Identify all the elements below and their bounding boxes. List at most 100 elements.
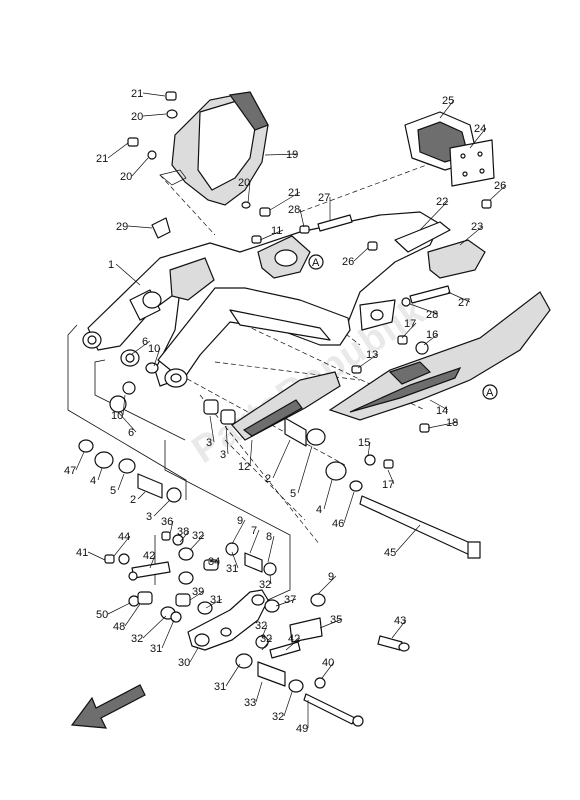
part-callout-31c: 31 bbox=[150, 643, 162, 655]
callout-leader-10a bbox=[153, 347, 161, 367]
callout-leader-1 bbox=[115, 263, 141, 286]
callout-leader-21b bbox=[107, 142, 129, 159]
callout-leader-12 bbox=[249, 439, 253, 467]
callout-leader-6b bbox=[117, 411, 137, 433]
callout-leader-2b bbox=[137, 491, 146, 500]
reference-marker-a: A bbox=[486, 387, 494, 399]
cover-plate-parts bbox=[404, 111, 495, 187]
part-callout-48: 48 bbox=[113, 621, 125, 633]
part-callout-32f: 32 bbox=[272, 711, 284, 723]
callout-leader-17b bbox=[387, 469, 395, 485]
part-callout-46: 46 bbox=[332, 518, 344, 530]
part-callout-16: 16 bbox=[426, 329, 438, 341]
part-callout-17a: 17 bbox=[404, 318, 416, 330]
chain-guard bbox=[328, 291, 551, 421]
part-callout-32c: 32 bbox=[131, 633, 143, 645]
swing-arm bbox=[82, 211, 441, 388]
part-callout-2a: 2 bbox=[265, 473, 271, 485]
callout-leader-20c bbox=[247, 181, 251, 204]
callout-leader-7 bbox=[249, 529, 260, 554]
callout-leader-44 bbox=[113, 535, 131, 557]
part-callout-42a: 42 bbox=[143, 550, 155, 562]
callout-leader-32b bbox=[269, 574, 272, 585]
part-callout-20b: 20 bbox=[120, 171, 132, 183]
callout-leader-21a bbox=[142, 92, 166, 97]
part-callout-49: 49 bbox=[296, 723, 308, 735]
part-callout-12: 12 bbox=[238, 461, 250, 473]
part-callout-7: 7 bbox=[251, 525, 257, 537]
part-callout-27a: 27 bbox=[318, 192, 330, 204]
part-callout-25: 25 bbox=[442, 95, 454, 107]
part-callout-38: 38 bbox=[177, 526, 189, 538]
callout-leader-34 bbox=[207, 560, 221, 563]
callout-leader-19 bbox=[264, 153, 299, 156]
callout-leader-32d bbox=[261, 624, 268, 639]
part-callout-8: 8 bbox=[266, 531, 272, 543]
callout-leader-25 bbox=[439, 99, 455, 119]
brackets-22-23 bbox=[394, 221, 486, 279]
callout-leader-15 bbox=[367, 441, 371, 457]
part-callout-33: 33 bbox=[244, 697, 256, 709]
callout-leader-24 bbox=[469, 127, 487, 149]
hardware-parts bbox=[78, 91, 498, 727]
part-callout-27b: 27 bbox=[458, 297, 470, 309]
part-callout-35: 35 bbox=[330, 614, 342, 626]
part-callout-43: 43 bbox=[394, 615, 406, 627]
part-callout-4b: 4 bbox=[316, 504, 322, 516]
part-callout-28a: 28 bbox=[288, 204, 300, 216]
part-callout-31d: 31 bbox=[214, 681, 226, 693]
part-callout-42b: 42 bbox=[288, 633, 300, 645]
callout-leader-3a bbox=[209, 415, 215, 443]
callout-leader-5a bbox=[117, 473, 125, 491]
callout-leader-42a bbox=[149, 554, 156, 569]
callout-leader-48 bbox=[124, 603, 141, 627]
part-callout-36: 36 bbox=[161, 516, 173, 528]
callout-leader-32f bbox=[283, 691, 293, 717]
callout-leader-31c bbox=[161, 619, 175, 649]
callout-leader-20b bbox=[131, 157, 149, 177]
callout-leader-16 bbox=[423, 333, 439, 346]
part-callout-14: 14 bbox=[436, 405, 448, 417]
part-callout-32e: 32 bbox=[260, 633, 272, 645]
callout-leader-3c bbox=[153, 499, 171, 517]
part-callout-32b: 32 bbox=[259, 579, 271, 591]
part-callout-30: 30 bbox=[178, 657, 190, 669]
part-callout-3a: 3 bbox=[206, 437, 212, 449]
callout-leader-43 bbox=[391, 619, 407, 639]
callout-leader-41 bbox=[87, 551, 106, 561]
part-callout-47: 47 bbox=[64, 465, 76, 477]
part-callout-34: 34 bbox=[208, 556, 220, 568]
callout-leader-36 bbox=[169, 520, 174, 535]
part-callout-21b: 21 bbox=[96, 153, 108, 165]
callout-leader-8 bbox=[267, 535, 275, 563]
callout-leader-18 bbox=[427, 421, 459, 429]
callout-leader-45 bbox=[395, 524, 421, 553]
part-callout-32a: 32 bbox=[192, 530, 204, 542]
part-callout-3c: 3 bbox=[146, 511, 152, 523]
callout-leader-35 bbox=[319, 618, 343, 629]
callout-leader-4b bbox=[323, 479, 333, 510]
part-callout-17b: 17 bbox=[382, 479, 394, 491]
part-callout-10a: 10 bbox=[148, 343, 160, 355]
callout-leader-32e bbox=[261, 637, 273, 651]
callout-leader-32a bbox=[189, 534, 205, 551]
callout-leader-28a bbox=[299, 208, 305, 228]
callout-leader-39 bbox=[189, 590, 205, 601]
callout-leader-9b bbox=[317, 575, 337, 595]
part-callout-21a: 21 bbox=[131, 88, 143, 100]
callout-leader-33 bbox=[255, 681, 263, 703]
part-callout-22: 22 bbox=[436, 196, 448, 208]
part-callout-23: 23 bbox=[471, 221, 483, 233]
callout-leader-26a bbox=[489, 184, 507, 201]
callout-leader-31a bbox=[231, 551, 239, 569]
part-callout-31b: 31 bbox=[210, 594, 222, 606]
callout-leader-2a bbox=[272, 439, 291, 479]
part-callout-39: 39 bbox=[192, 586, 204, 598]
bracket-lines bbox=[67, 324, 291, 609]
part-callout-37: 37 bbox=[284, 594, 296, 606]
callout-leader-31d bbox=[225, 663, 241, 687]
callout-leader-11 bbox=[259, 229, 284, 241]
part-callout-15: 15 bbox=[358, 437, 370, 449]
callout-leader-28b bbox=[409, 303, 439, 315]
